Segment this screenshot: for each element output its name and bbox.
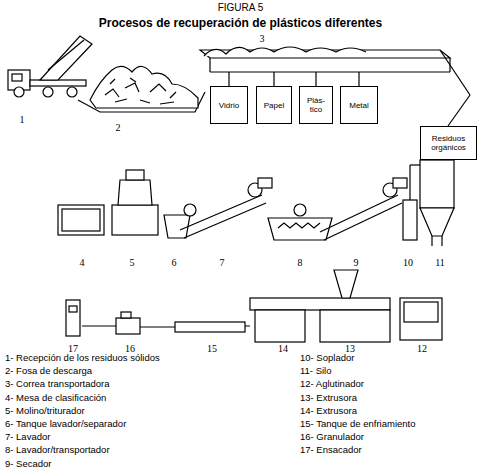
callout-number: 1 [10, 114, 34, 126]
key-entry: 9- Secador [5, 458, 295, 470]
sorting-conveyor-drawing [200, 47, 470, 126]
key-entry: 5- Molino/triturador [5, 405, 295, 417]
callout-number: 3 [250, 33, 274, 45]
bin-box: Residuos orgánicos [420, 126, 477, 160]
callout-number: 4 [70, 257, 94, 269]
callout-number: 11 [428, 257, 452, 269]
key-entry: 2- Fosa de descarga [5, 365, 295, 377]
bin-label: Plás- tico [301, 96, 331, 114]
key-entry: 4- Mesa de clasificación [5, 392, 295, 404]
callout-number: 5 [120, 257, 144, 269]
key-entry: 3- Correa transportadora [5, 378, 295, 390]
bin-box: Metal [340, 86, 378, 124]
key-entry: 7- Lavador [5, 431, 295, 443]
bin-label: Papel [264, 101, 284, 110]
extrusion-line-drawing [66, 270, 442, 342]
key-entry: 15- Tanque de enfriamiento [300, 418, 480, 430]
bin-label: Metal [349, 101, 369, 110]
key-entry: 8- Lavador/transportador [5, 444, 295, 456]
bin-label: Residuos orgánicos [422, 134, 475, 152]
key-entry: 17- Ensacador [300, 444, 480, 456]
bin-box: Vidrio [210, 86, 248, 124]
callout-number: 9 [344, 257, 368, 269]
callout-number: 2 [106, 122, 130, 134]
truck-drawing [8, 36, 92, 97]
key-entry: 12- Aglutinador [300, 378, 480, 390]
key-entry: 16- Granulador [300, 431, 480, 443]
callout-number: 15 [200, 343, 224, 355]
callout-number: 10 [396, 257, 420, 269]
callout-number: 12 [410, 343, 434, 355]
discharge-pit-drawing [78, 66, 205, 112]
key-entry: 1- Recepción de los residuos sólidos [5, 352, 295, 364]
callout-number: 8 [288, 257, 312, 269]
key-entry: 14- Extrusora [300, 405, 480, 417]
bin-box: Plás- tico [299, 86, 333, 124]
callout-number: 7 [210, 257, 234, 269]
figure-title: Procesos de recuperación de plásticos di… [0, 16, 481, 30]
key-entry: 6- Tanque lavador/separador [5, 418, 295, 430]
key-entry: 13- Extrusora [300, 392, 480, 404]
callout-number: 6 [162, 257, 186, 269]
bin-box: Papel [256, 86, 292, 124]
bin-label: Vidrio [219, 101, 239, 110]
figure-number: FIGURA 5 [0, 2, 481, 14]
key-entry: 11- Silo [300, 365, 480, 377]
key-entry: 10- Soplador [300, 352, 480, 364]
washing-line-drawing [58, 160, 454, 246]
callout-number: 14 [271, 343, 295, 355]
